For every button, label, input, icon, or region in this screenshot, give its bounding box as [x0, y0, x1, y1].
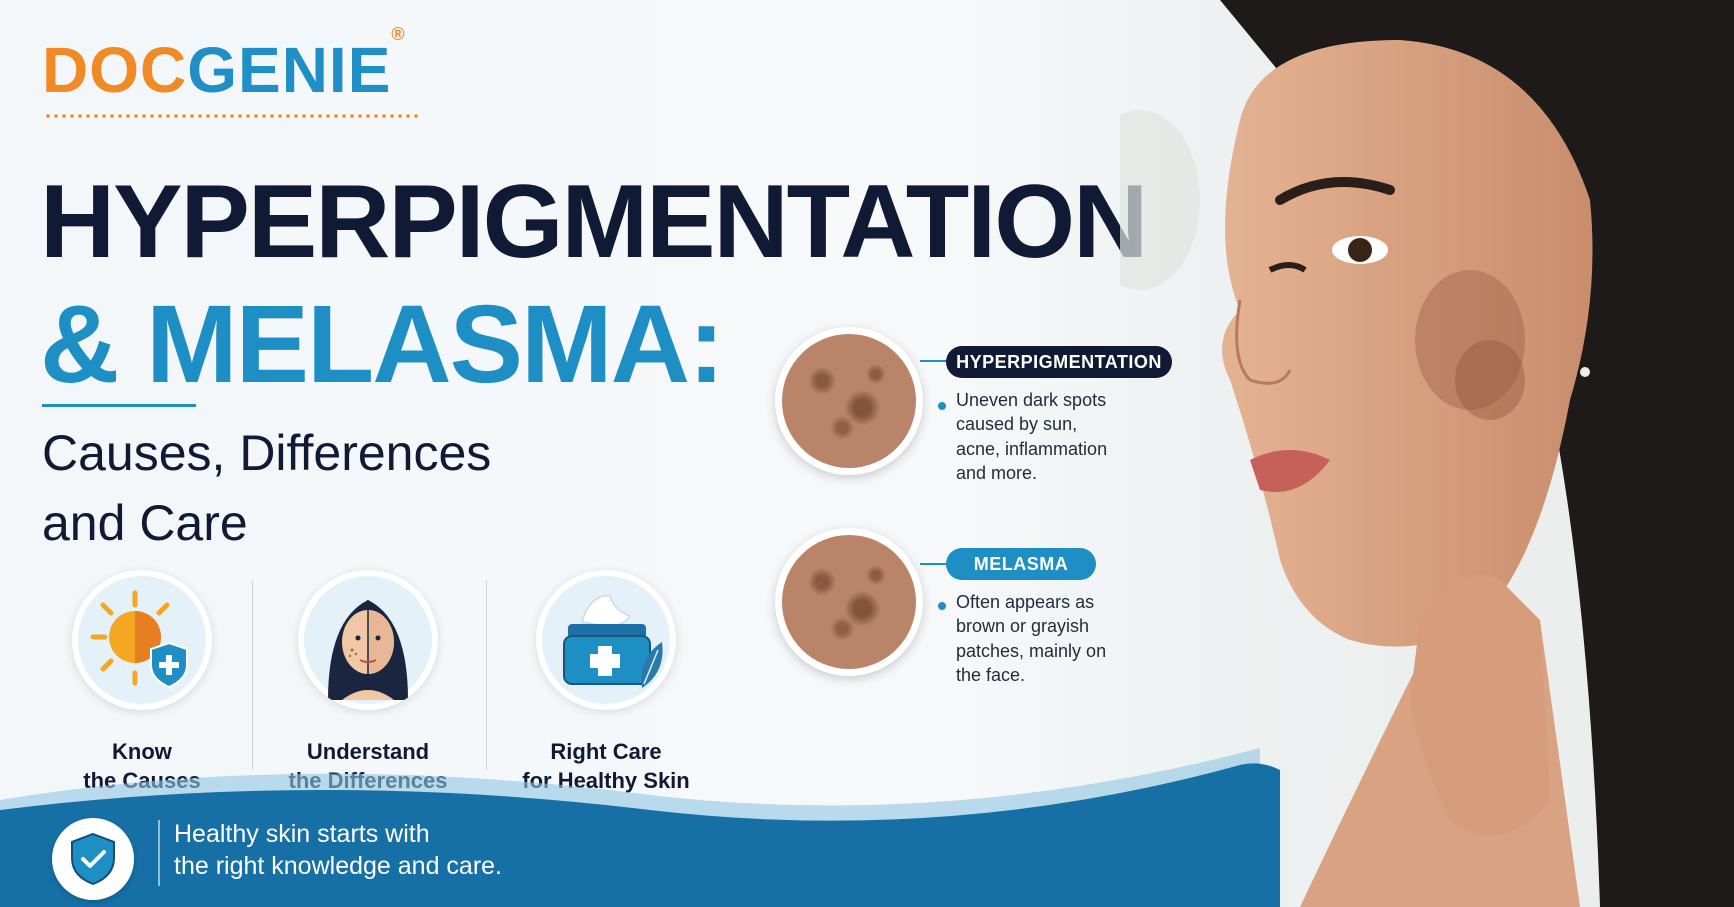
registered-mark: ® — [391, 23, 406, 44]
woman-face-illustration — [1120, 0, 1734, 907]
feature-icon-circle — [72, 570, 212, 710]
hyperpigmentation-pill: HYPERPIGMENTATION — [946, 346, 1172, 378]
tagline-separator — [158, 820, 160, 886]
logo-text-do: DO — [42, 34, 140, 106]
callout-connector — [920, 563, 948, 565]
callout-bullet — [938, 602, 946, 610]
docgenie-logo[interactable]: DOCGENIE® — [42, 25, 406, 102]
headline-divider — [42, 404, 196, 407]
tagline-line-1: Healthy skin starts with — [174, 820, 430, 848]
subtitle-line-1: Causes, Differences — [42, 425, 492, 481]
melasma-pill: MELASMA — [946, 548, 1096, 580]
logo-dotted-underline — [44, 114, 418, 118]
hyperpigmentation-skin-sample — [775, 327, 923, 475]
verified-badge — [52, 818, 134, 900]
logo-text-c: C — [140, 34, 188, 106]
cream-jar-icon — [563, 595, 663, 688]
feature-icon-circle — [536, 570, 676, 710]
sun-shield-icon — [90, 590, 188, 689]
feature-understand-differences: Understandthe Differences — [258, 570, 478, 795]
logo-text-genie: GENIE — [187, 34, 392, 106]
melasma-skin-sample — [775, 528, 923, 676]
tagline-line-2: the right knowledge and care. — [174, 852, 502, 880]
bottom-wave-banner — [0, 748, 1280, 907]
face-comparison-icon — [328, 600, 408, 700]
shield-check-icon — [71, 832, 115, 886]
headline-melasma: & MELASMA: — [40, 283, 725, 406]
feature-icon-circle — [298, 570, 438, 710]
callout-connector — [920, 360, 948, 362]
feature-separator — [252, 580, 253, 770]
feature-separator — [486, 580, 487, 770]
callout-bullet — [938, 402, 946, 410]
subtitle-line-2: and Care — [42, 495, 248, 551]
headline-hyperpigmentation: HYPERPIGMENTATION — [40, 164, 1148, 280]
